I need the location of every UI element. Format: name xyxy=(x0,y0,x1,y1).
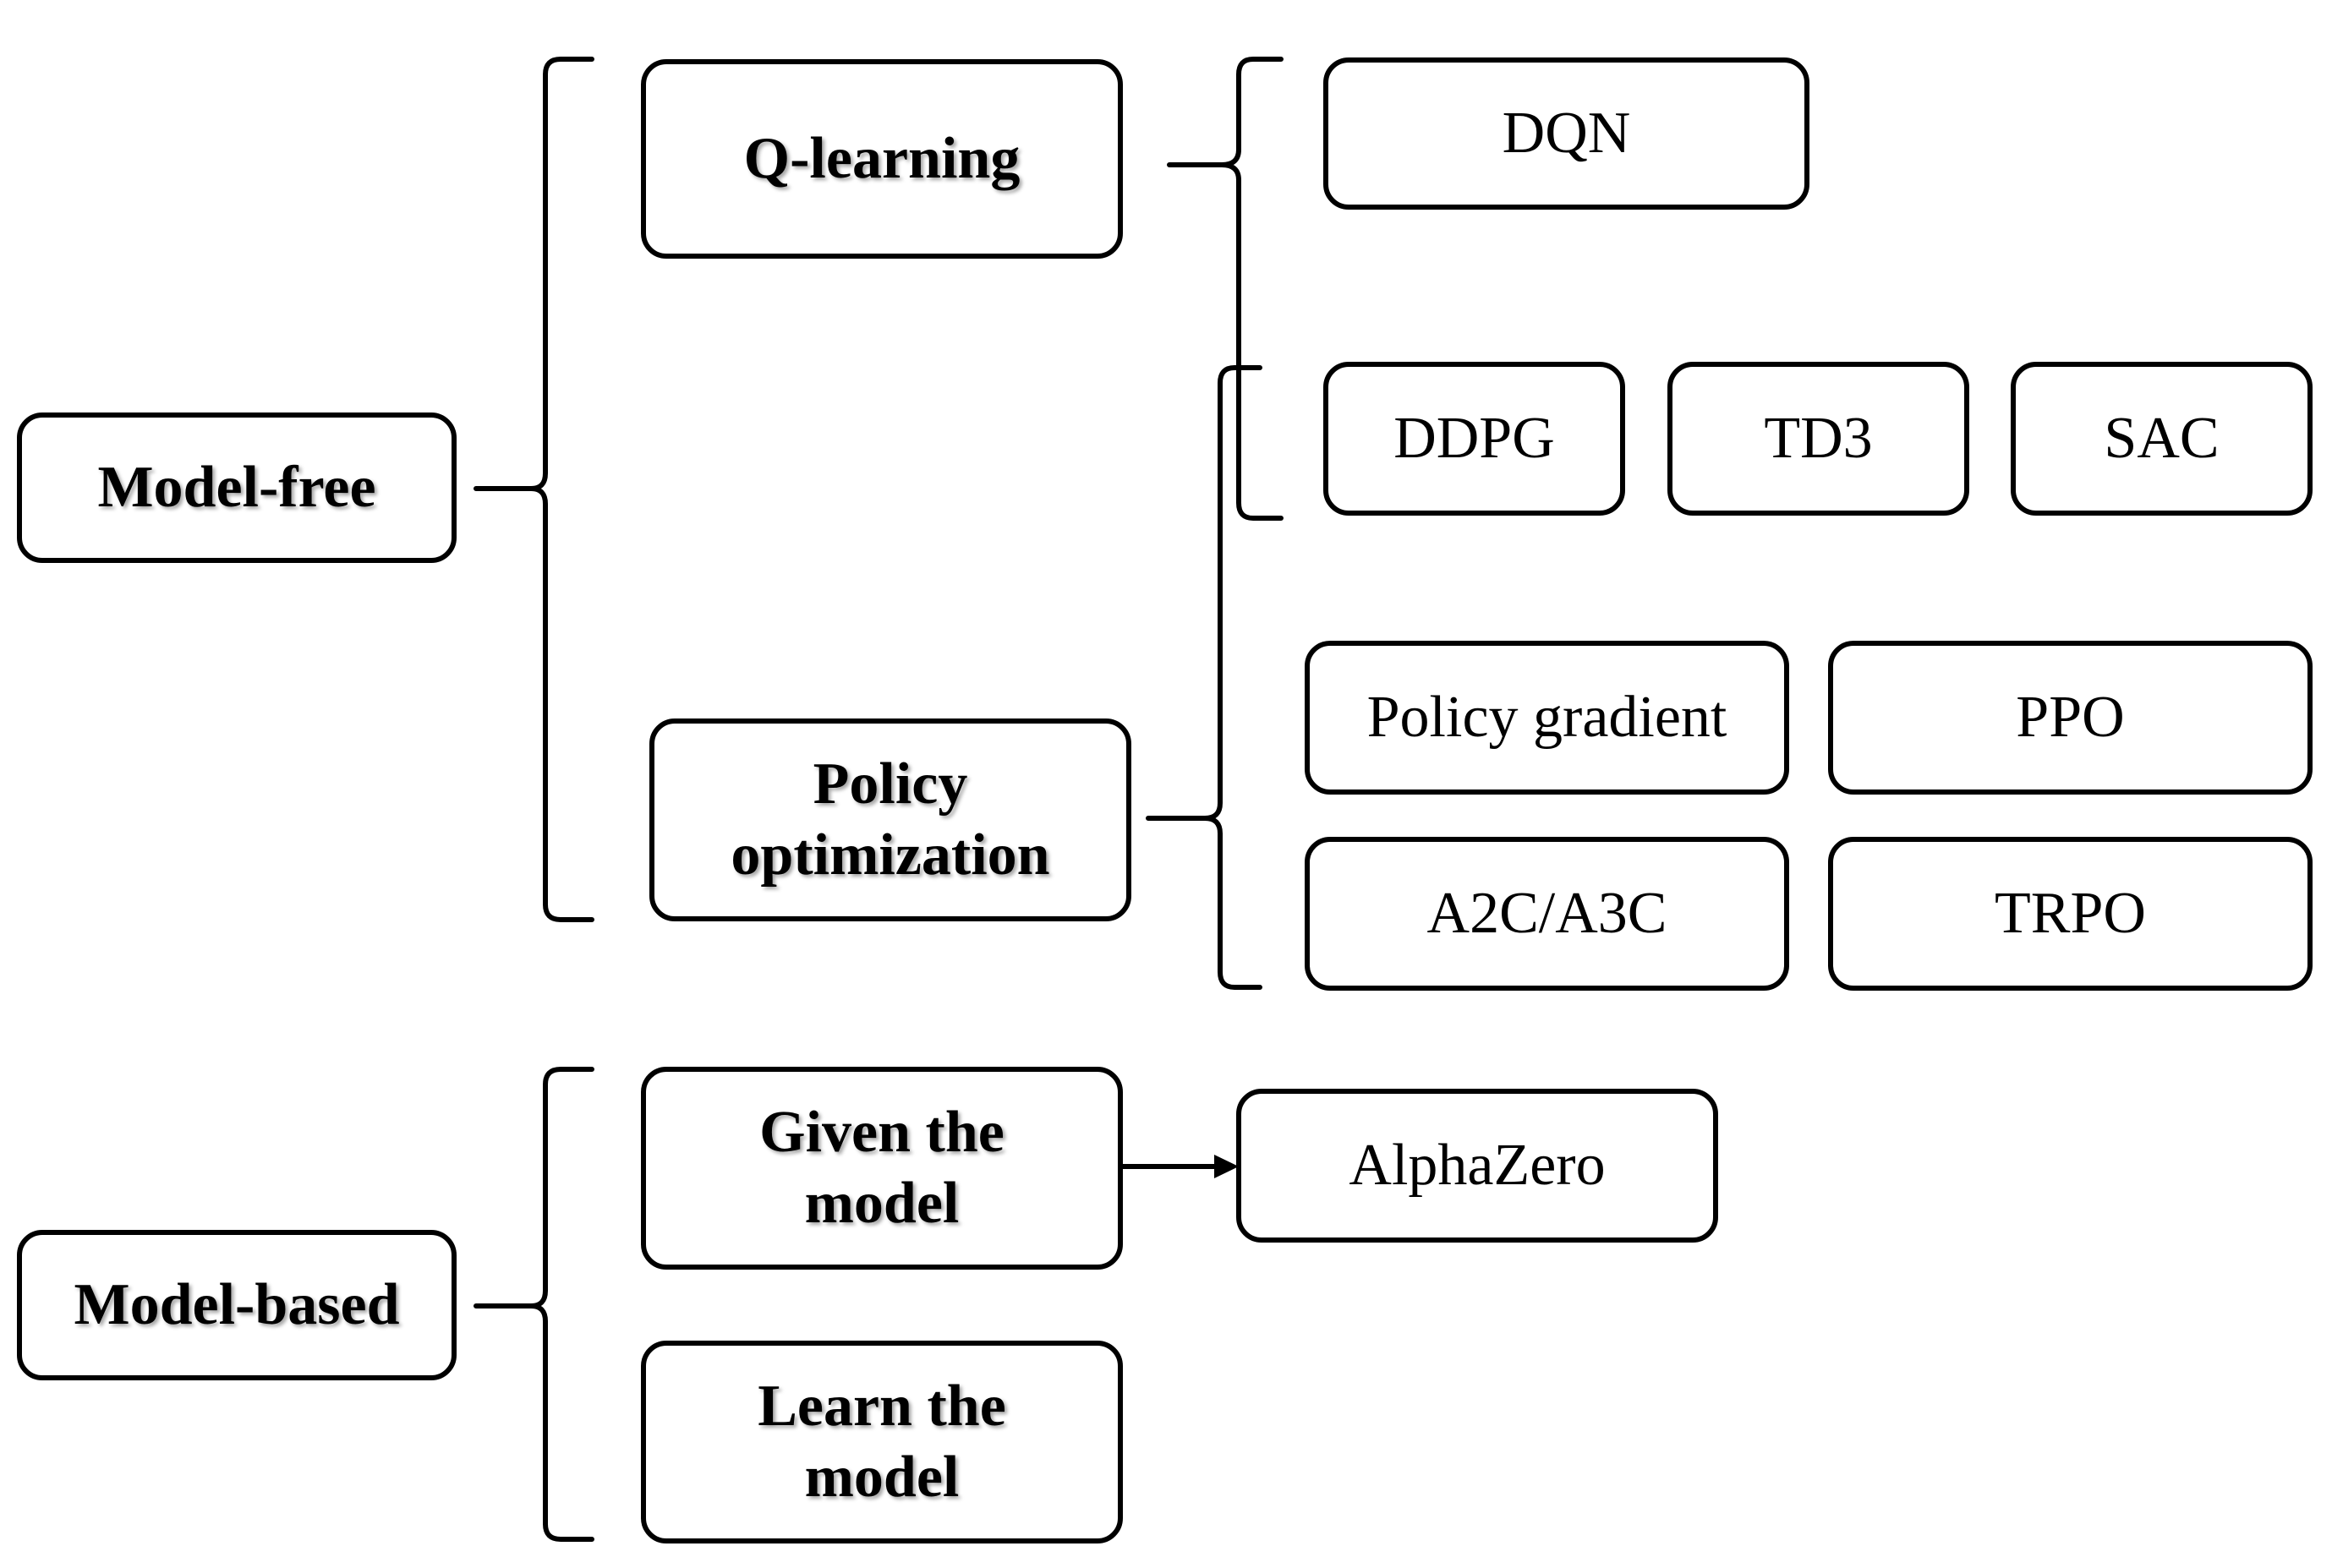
model-based-label: Model-based xyxy=(74,1272,400,1337)
model-free-node: Model-free xyxy=(17,412,457,563)
policy-gradient-label: Policy gradient xyxy=(1366,685,1727,750)
q-learning-brace xyxy=(1167,57,1284,521)
given-the-model-label: Given the model xyxy=(759,1100,1005,1236)
policy-gradient-node: Policy gradient xyxy=(1305,641,1789,795)
td3-node: TD3 xyxy=(1667,362,1969,516)
q-learning-node: Q-learning xyxy=(641,59,1123,259)
given-the-model-node: Given the model xyxy=(641,1067,1123,1270)
dqn-node: DQN xyxy=(1323,57,1809,210)
policy-optimization-node: Policy optimization xyxy=(649,718,1131,921)
q-learning-label: Q-learning xyxy=(743,126,1021,191)
ddpg-node: DDPG xyxy=(1323,362,1625,516)
policy-optimization-brace xyxy=(1146,365,1262,990)
trpo-label: TRPO xyxy=(1995,881,2146,946)
learn-the-model-label: Learn the model xyxy=(758,1374,1006,1510)
ppo-label: PPO xyxy=(2016,685,2125,750)
a2c-a3c-label: A2C/A3C xyxy=(1426,881,1667,946)
learn-the-model-node: Learn the model xyxy=(641,1341,1123,1543)
arrow-head xyxy=(1214,1155,1239,1178)
model-free-label: Model-free xyxy=(97,455,376,520)
model-based-node: Model-based xyxy=(17,1230,457,1380)
trpo-node: TRPO xyxy=(1828,837,2313,991)
sac-label: SAC xyxy=(2104,406,2220,471)
a2c-a3c-node: A2C/A3C xyxy=(1305,837,1789,991)
model-free-brace xyxy=(474,57,594,922)
td3-label: TD3 xyxy=(1764,406,1873,471)
alphazero-label: AlphaZero xyxy=(1349,1133,1606,1198)
policy-optimization-label: Policy optimization xyxy=(731,751,1050,888)
dqn-label: DQN xyxy=(1502,101,1631,166)
ppo-node: PPO xyxy=(1828,641,2313,795)
sac-node: SAC xyxy=(2011,362,2313,516)
ddpg-label: DDPG xyxy=(1393,406,1555,471)
model-based-brace xyxy=(474,1067,594,1542)
alphazero-node: AlphaZero xyxy=(1236,1089,1718,1243)
